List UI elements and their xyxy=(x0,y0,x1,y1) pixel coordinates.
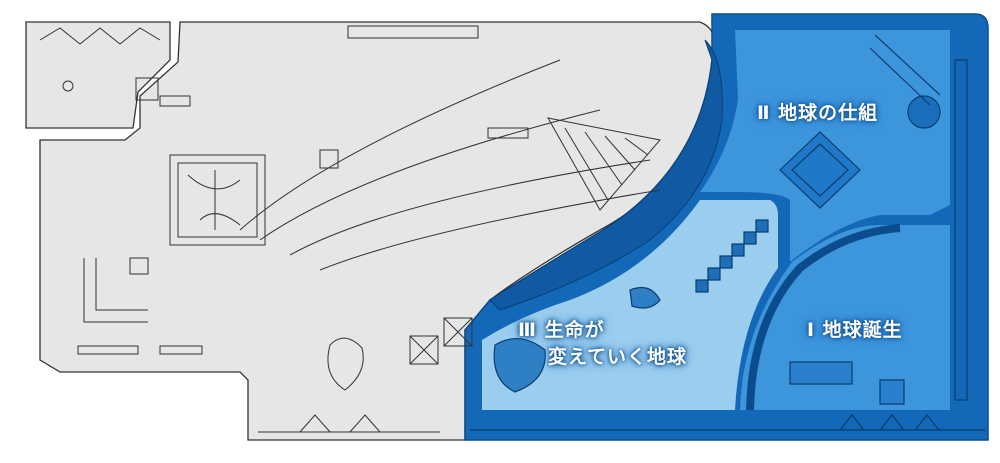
highlighted-area xyxy=(464,13,989,441)
unhighlighted-area xyxy=(25,21,718,441)
zone-3-label-line1: Ⅲ 生命が xyxy=(518,319,605,341)
zone-3-area xyxy=(482,200,778,410)
entrance-room xyxy=(25,21,171,129)
rock-wall xyxy=(489,39,723,311)
zone-3-label-line2: 変えていく地球 xyxy=(548,346,688,368)
blue-details xyxy=(470,34,985,431)
line-art xyxy=(39,25,661,433)
rock-arc xyxy=(746,224,901,411)
zone-2-label: Ⅱ 地球の仕組 xyxy=(757,102,879,124)
zone-1-label: Ⅰ 地球誕生 xyxy=(807,319,903,341)
